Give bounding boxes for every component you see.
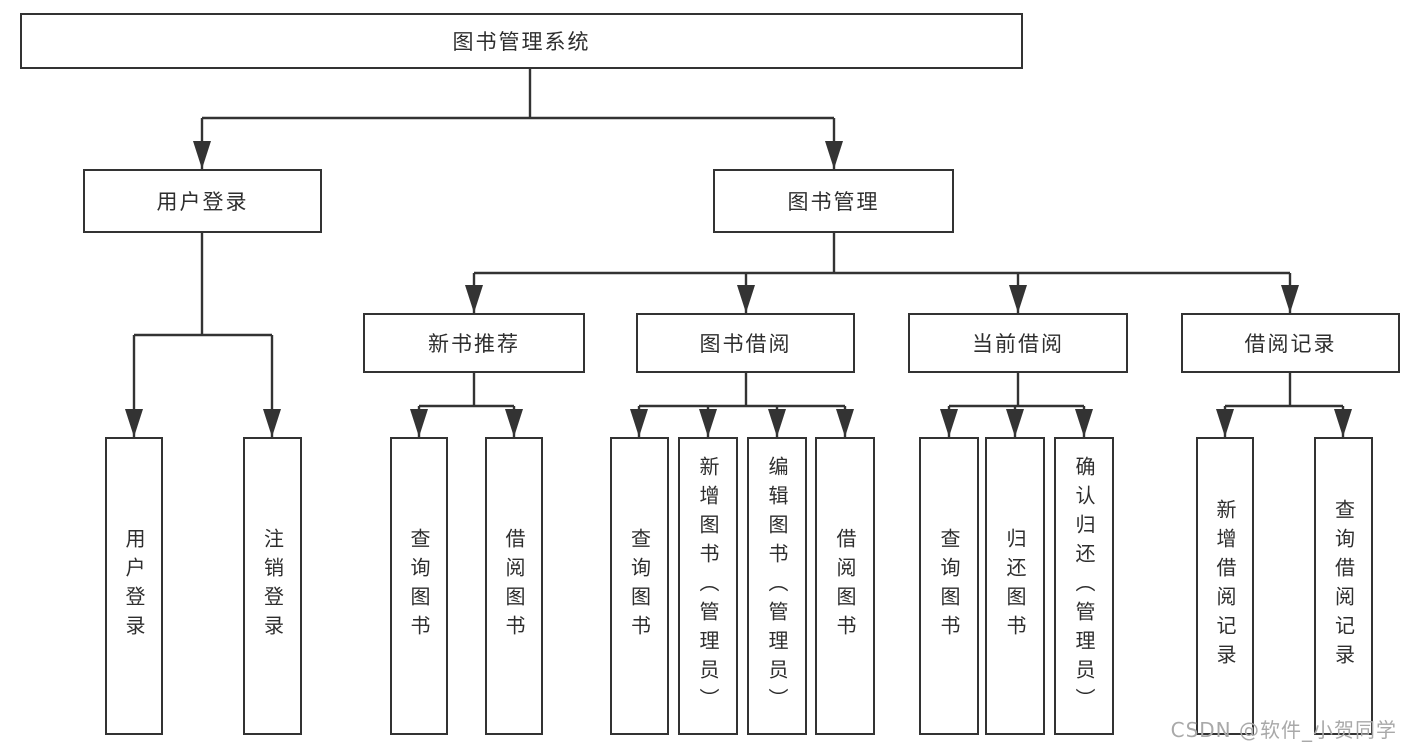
node-new-book-recommend: 新书推荐 (363, 313, 585, 373)
leaf-add-books-admin-label: 新增图书（管理员） (696, 455, 720, 717)
leaf-add-borrow-record-label: 新增借阅记录 (1213, 499, 1237, 673)
node-root-label: 图书管理系统 (452, 30, 591, 54)
leaf-query-borrow-record-label: 查询借阅记录 (1331, 499, 1356, 673)
leaf-query-books-recommend: 查询图书 (390, 437, 448, 735)
leaf-query-books-current: 查询图书 (919, 437, 979, 735)
leaf-return-books: 归还图书 (985, 437, 1045, 735)
leaf-confirm-return-admin: 确认归还（管理员） (1054, 437, 1114, 735)
leaf-logout-label: 注销登录 (260, 528, 285, 644)
leaf-user-login-label: 用户登录 (122, 528, 146, 644)
leaf-borrow-books-label: 借阅图书 (833, 528, 857, 644)
node-user-login: 用户登录 (83, 169, 322, 233)
leaf-query-books-borrow-label: 查询图书 (627, 528, 652, 644)
leaf-user-login: 用户登录 (105, 437, 163, 735)
leaf-edit-books-admin: 编辑图书（管理员） (747, 437, 807, 735)
node-book-borrow: 图书借阅 (636, 313, 855, 373)
leaf-query-borrow-record: 查询借阅记录 (1314, 437, 1373, 735)
leaf-borrow-books: 借阅图书 (815, 437, 875, 735)
leaf-query-books-current-label: 查询图书 (937, 528, 961, 644)
leaf-add-books-admin: 新增图书（管理员） (678, 437, 738, 735)
leaf-edit-books-admin-label: 编辑图书（管理员） (765, 455, 789, 717)
leaf-borrow-books-recommend: 借阅图书 (485, 437, 543, 735)
leaf-borrow-books-recommend-label: 借阅图书 (502, 528, 526, 644)
leaf-add-borrow-record: 新增借阅记录 (1196, 437, 1254, 735)
leaf-confirm-return-admin-label: 确认归还（管理员） (1072, 455, 1096, 717)
leaf-return-books-label: 归还图书 (1003, 528, 1027, 644)
node-book-management-label: 图书管理 (787, 190, 880, 214)
node-borrow-records-label: 借阅记录 (1244, 332, 1337, 356)
leaf-query-books-borrow: 查询图书 (610, 437, 669, 735)
csdn-watermark: CSDN @软件_小贺同学 (1170, 718, 1397, 742)
node-root: 图书管理系统 (20, 13, 1023, 69)
node-current-borrow: 当前借阅 (908, 313, 1128, 373)
node-new-book-recommend-label: 新书推荐 (428, 332, 520, 356)
node-book-management: 图书管理 (713, 169, 954, 233)
node-book-borrow-label: 图书借阅 (699, 332, 792, 356)
node-current-borrow-label: 当前借阅 (972, 332, 1064, 356)
node-user-login-label: 用户登录 (156, 190, 249, 214)
leaf-logout: 注销登录 (243, 437, 302, 735)
leaf-query-books-recommend-label: 查询图书 (407, 528, 431, 644)
node-borrow-records: 借阅记录 (1181, 313, 1400, 373)
